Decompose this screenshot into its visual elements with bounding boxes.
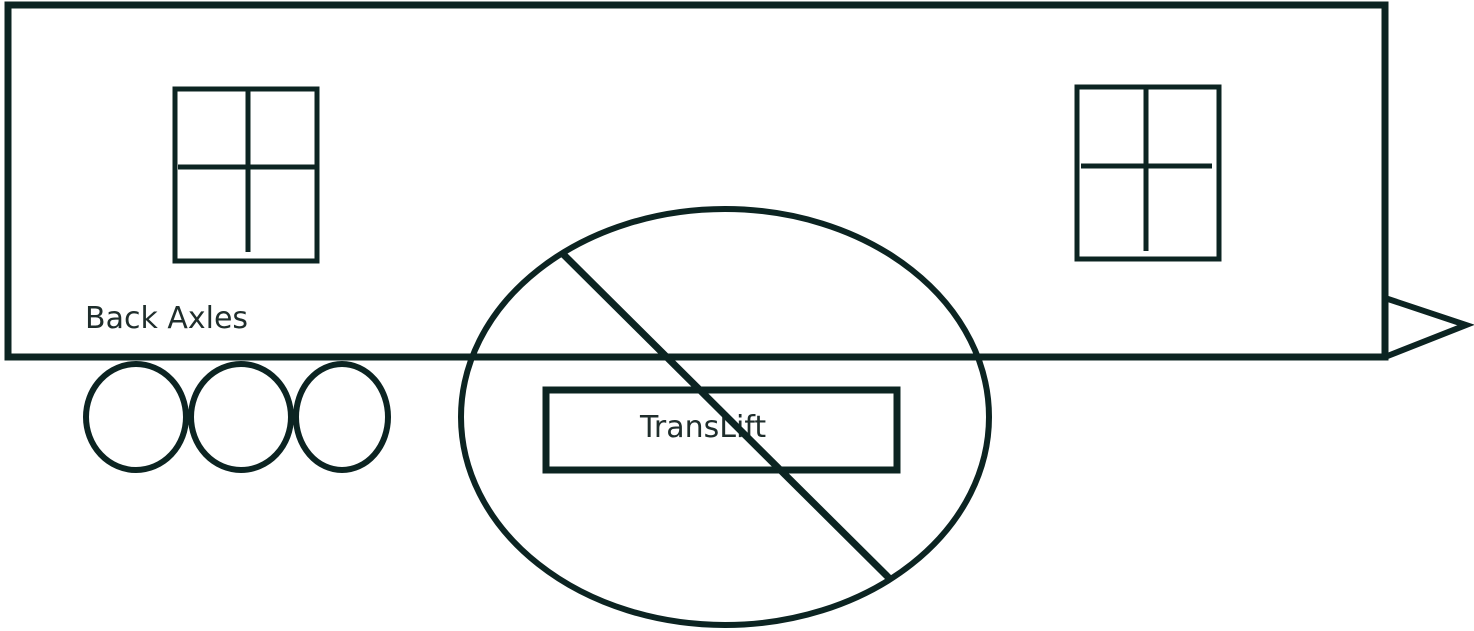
right-window [1077,87,1219,259]
axle-wheel [191,364,291,470]
back-axles-label: Back Axles [85,301,248,336]
prohibition-slash [563,254,889,578]
axle-wheel [296,364,388,470]
axle-wheel [86,364,186,470]
left-window [175,89,317,261]
trailer-hitch [1385,298,1466,357]
